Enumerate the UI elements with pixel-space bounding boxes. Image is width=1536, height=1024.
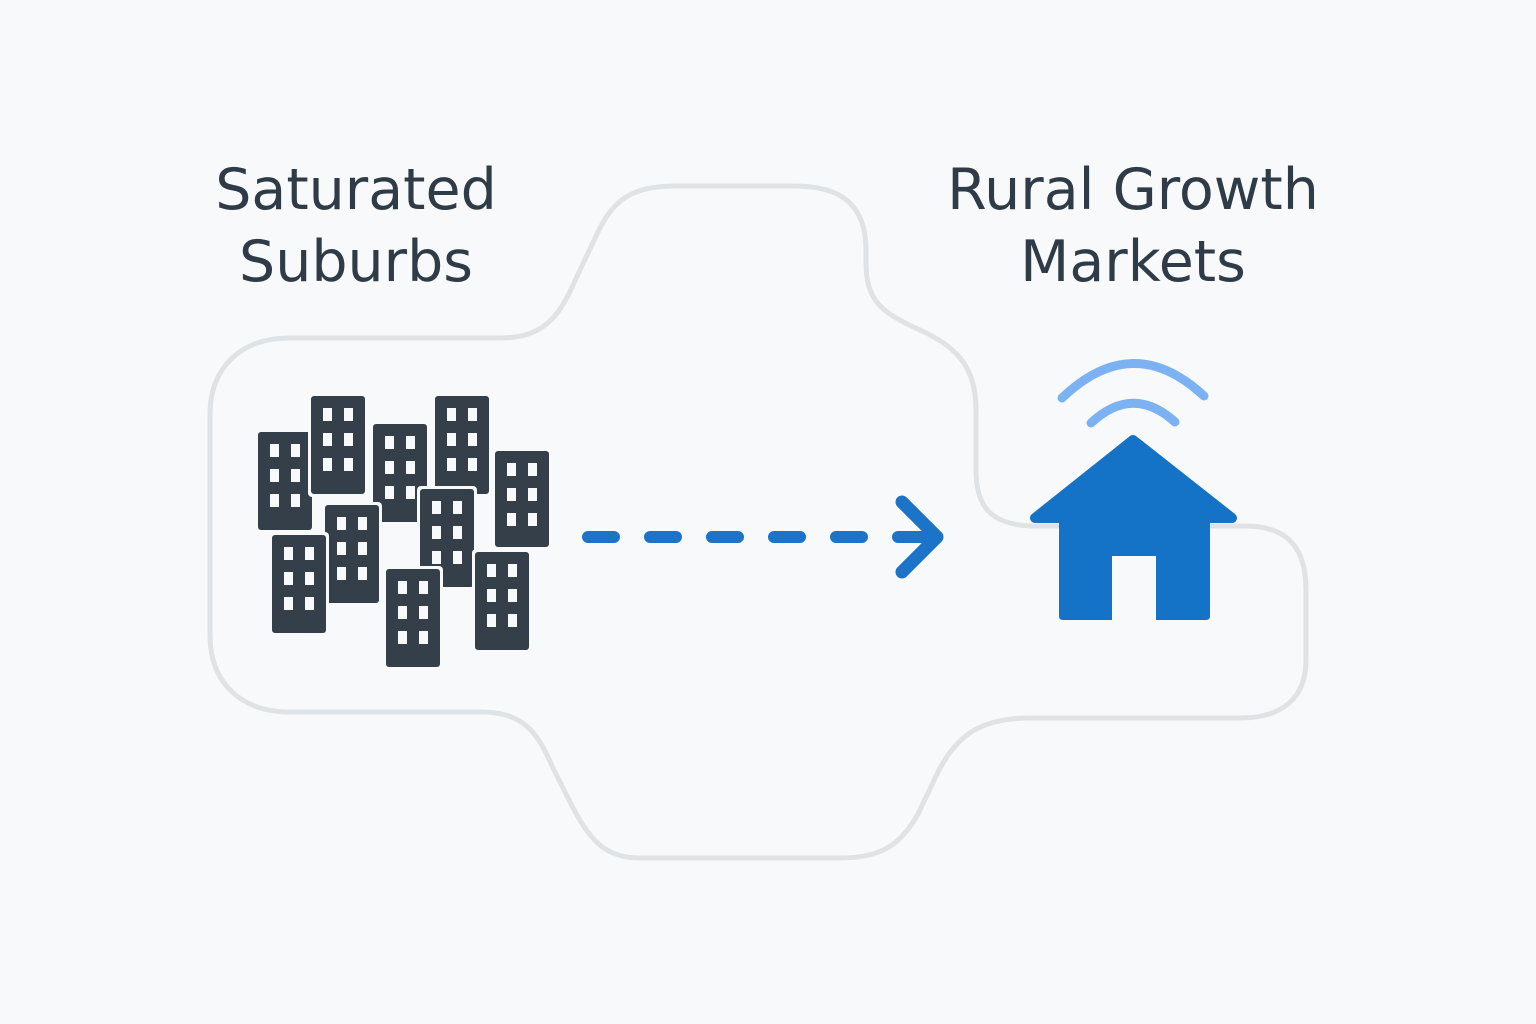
building-window <box>432 551 441 564</box>
building-window <box>528 463 537 476</box>
building-window <box>305 597 314 610</box>
building-window <box>419 581 428 594</box>
building-window <box>432 501 441 514</box>
building-window <box>358 567 367 580</box>
target-label-line-2: Markets <box>1020 229 1246 295</box>
signal-arc-inner <box>1086 398 1180 428</box>
building-window <box>508 564 517 577</box>
building-icon <box>472 549 532 653</box>
building-window <box>528 488 537 501</box>
building-window <box>468 433 477 446</box>
building-window <box>432 526 441 539</box>
city-buildings-icon <box>255 393 552 670</box>
building-window <box>508 614 517 627</box>
building-window <box>468 458 477 471</box>
source-label-line-2: Suburbs <box>239 229 473 295</box>
wifi-signal-icon <box>1057 359 1209 428</box>
building-window <box>398 606 407 619</box>
building-window <box>447 458 456 471</box>
building-window <box>344 433 353 446</box>
building-window <box>323 408 332 421</box>
building-window <box>453 526 462 539</box>
building-icon <box>432 393 492 497</box>
building-window <box>291 469 300 482</box>
building-window <box>406 436 415 449</box>
building-window <box>344 458 353 471</box>
building-window <box>385 461 394 474</box>
building-body <box>475 552 529 650</box>
building-window <box>337 542 346 555</box>
source-label-line-1: Saturated <box>215 157 497 223</box>
house-roof <box>1030 435 1237 523</box>
building-window <box>508 589 517 602</box>
building-icon <box>417 486 477 590</box>
building-window <box>385 436 394 449</box>
building-body <box>258 432 312 530</box>
building-window <box>284 572 293 585</box>
building-window <box>344 408 353 421</box>
building-window <box>419 631 428 644</box>
building-body <box>495 451 549 547</box>
building-window <box>528 513 537 526</box>
building-window <box>270 444 279 457</box>
building-window <box>507 488 516 501</box>
building-icon <box>370 421 430 525</box>
building-window <box>323 433 332 446</box>
building-window <box>358 542 367 555</box>
building-body <box>435 396 489 494</box>
building-window <box>453 551 462 564</box>
arrowhead-icon <box>895 495 944 579</box>
building-window <box>507 463 516 476</box>
region-outline <box>207 183 1309 861</box>
house-body <box>1059 516 1210 620</box>
target-label: Rural Growth Markets <box>900 154 1366 298</box>
building-window <box>487 564 496 577</box>
source-label: Saturated Suburbs <box>156 154 556 298</box>
building-window <box>337 567 346 580</box>
building-window <box>323 458 332 471</box>
building-window <box>447 433 456 446</box>
building-window <box>291 494 300 507</box>
building-icon <box>308 393 368 497</box>
building-icon <box>269 532 329 636</box>
building-body <box>325 505 379 603</box>
building-window <box>447 408 456 421</box>
building-window <box>270 469 279 482</box>
building-window <box>291 444 300 457</box>
building-window <box>305 547 314 560</box>
building-window <box>468 408 477 421</box>
target-label-line-1: Rural Growth <box>947 157 1319 223</box>
building-icon <box>255 429 315 533</box>
building-window <box>453 501 462 514</box>
building-window <box>406 461 415 474</box>
building-body <box>386 569 440 667</box>
building-window <box>487 589 496 602</box>
building-window <box>507 513 516 526</box>
building-window <box>398 581 407 594</box>
building-window <box>337 517 346 530</box>
building-window <box>358 517 367 530</box>
building-icon <box>492 448 552 550</box>
building-window <box>419 606 428 619</box>
building-body <box>272 535 326 633</box>
building-window <box>406 486 415 499</box>
building-icon <box>322 502 382 606</box>
building-window <box>305 572 314 585</box>
building-window <box>398 631 407 644</box>
building-window <box>270 494 279 507</box>
building-window <box>284 547 293 560</box>
building-icon <box>383 566 443 670</box>
building-window <box>284 597 293 610</box>
building-window <box>385 486 394 499</box>
signal-arc-outer <box>1057 359 1209 403</box>
connected-house-icon <box>1030 435 1237 620</box>
building-window <box>487 614 496 627</box>
building-body <box>311 396 365 494</box>
dashed-arrow <box>582 495 944 579</box>
